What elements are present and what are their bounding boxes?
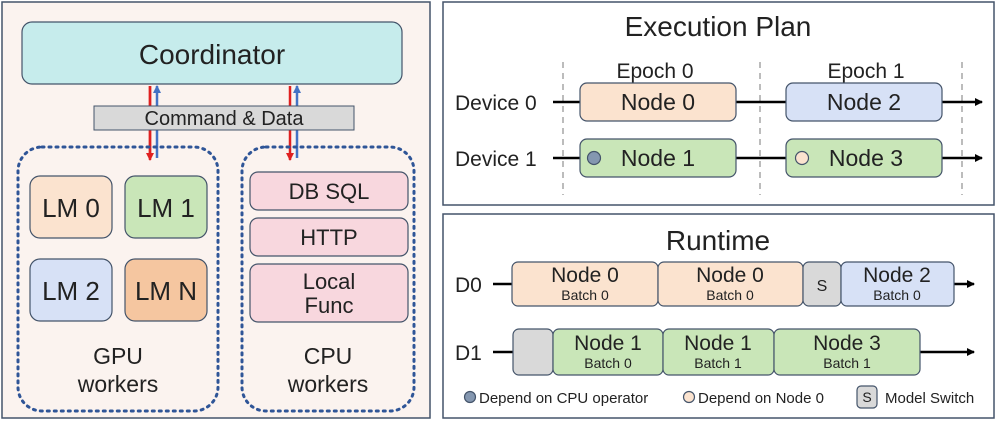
legend-node0-dependency-marker <box>682 390 696 404</box>
runtime-title: Runtime <box>666 225 770 256</box>
device-label-0: Device 0 <box>455 92 537 115</box>
node0-dependency-marker <box>794 150 810 166</box>
runtime-d1-block-3 <box>773 328 921 376</box>
plan-node-0-box <box>579 82 737 122</box>
coordinator-label: Coordinator <box>139 39 285 70</box>
cpu-worker-label-local-line1: Local <box>303 269 356 294</box>
legend-model-switch-box <box>856 385 878 409</box>
plan-node-1-label: Node 1 <box>621 145 695 171</box>
gpu-worker-box-lm2 <box>29 258 113 322</box>
runtime-d0-block-2-title: Node 0 <box>696 264 764 287</box>
cpu-worker-box-local-func <box>249 263 409 323</box>
runtime-d1-block-3-batch: Batch 1 <box>823 355 871 371</box>
legend-model-switch-symbol: S <box>862 389 871 405</box>
cpu-worker-box-http <box>249 217 409 257</box>
runtime-d0-block-1-batch: Batch 0 <box>561 287 609 303</box>
runtime-row-label-d0: D0 <box>455 274 482 297</box>
cpu-worker-label-db-sql: DB SQL <box>289 179 370 204</box>
runtime-panel: Runtime D0 D1 Node 0 Batch 0 Node 0 Batc… <box>442 213 995 419</box>
execution-plan-title: Execution Plan <box>625 11 812 42</box>
gpu-worker-label-lm0: LM 0 <box>42 193 100 223</box>
gpu-worker-label-lm1: LM 1 <box>137 193 195 223</box>
gpu-worker-box-lm0 <box>29 175 113 239</box>
cpu-worker-label-http: HTTP <box>300 225 357 250</box>
cpu-group-label-line2: workers <box>287 371 369 397</box>
runtime-d1-block-2-title: Node 1 <box>684 332 752 355</box>
gpu-worker-box-lmN <box>124 258 208 322</box>
plan-node-3-box <box>785 138 943 178</box>
runtime-d0-block-3-title: Node 2 <box>863 264 931 287</box>
legend-cpu-dependency-label: Depend on CPU operator <box>479 390 648 407</box>
gpu-worker-box-lm1 <box>124 175 208 239</box>
runtime-d0-block-2-batch: Batch 0 <box>706 287 754 303</box>
runtime-d1-idle-block <box>512 328 554 376</box>
gpu-worker-label-lmN: LM N <box>135 276 197 306</box>
runtime-d0-block-3-batch: Batch 0 <box>873 287 921 303</box>
gpu-workers-group <box>16 145 220 413</box>
gpu-group-label-line2: workers <box>77 371 159 397</box>
cpu-worker-label-local-line2: Func <box>305 293 354 318</box>
runtime-d1-block-3-title: Node 3 <box>813 332 881 355</box>
cpu-workers-group <box>240 145 416 413</box>
device-label-1: Device 1 <box>455 148 537 171</box>
coordinator-box <box>21 21 403 85</box>
architecture-panel: Coordinator Command & Data LM 0 LM 1 LM … <box>1 1 431 419</box>
gpu-worker-label-lm2: LM 2 <box>42 276 100 306</box>
plan-node-2-label: Node 2 <box>827 89 901 115</box>
legend-model-switch-label: Model Switch <box>885 390 974 407</box>
cpu-dependency-marker <box>586 150 602 166</box>
legend-cpu-dependency-marker <box>463 390 477 404</box>
runtime-d0-block-3 <box>840 261 955 307</box>
runtime-d1-block-1-title: Node 1 <box>574 332 642 355</box>
plan-node-2-box <box>785 82 943 122</box>
runtime-d1-block-1-batch: Batch 0 <box>584 355 632 371</box>
plan-node-0-label: Node 0 <box>621 89 695 115</box>
legend-node0-dependency-label: Depend on Node 0 <box>698 390 824 407</box>
execution-plan-panel: Execution Plan Epoch 0 Epoch 1 Device 0 … <box>442 1 995 206</box>
epoch-label-1: Epoch 1 <box>827 60 904 83</box>
runtime-d0-model-switch-label: S <box>817 278 828 295</box>
bus-label: Command & Data <box>145 108 305 130</box>
runtime-d1-block-2-batch: Batch 1 <box>694 355 742 371</box>
cpu-group-label-line1: CPU <box>304 343 353 369</box>
runtime-row-label-d1: D1 <box>455 342 482 365</box>
runtime-d0-block-1-title: Node 0 <box>551 264 619 287</box>
plan-node-3-label: Node 3 <box>829 145 903 171</box>
command-data-bus <box>93 105 355 131</box>
epoch-label-0: Epoch 0 <box>616 60 693 83</box>
plan-node-1-box <box>579 138 737 178</box>
runtime-frame <box>442 213 995 419</box>
gpu-group-label-line1: GPU <box>93 343 143 369</box>
cpu-worker-box-db-sql <box>249 171 409 211</box>
